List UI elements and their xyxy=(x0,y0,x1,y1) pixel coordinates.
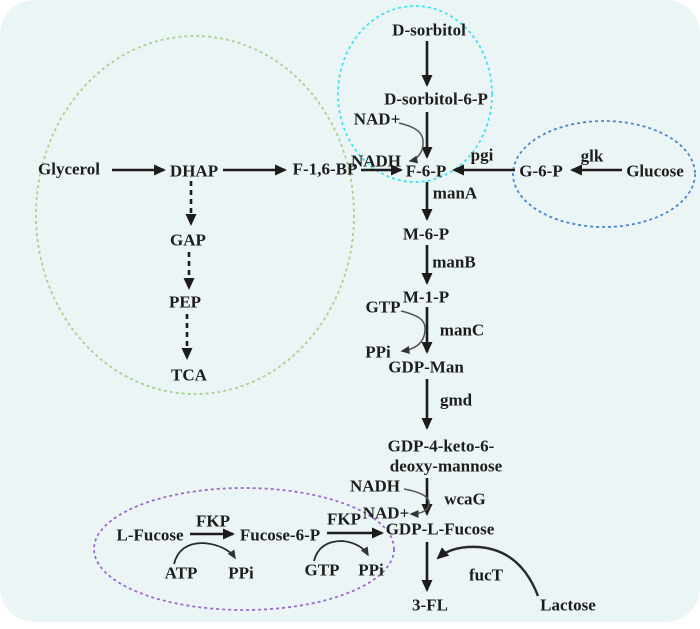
cofactor-ppi-fkp1: PPi xyxy=(228,563,254,583)
curve-lactose-to-3fl-fuct xyxy=(436,545,540,597)
curve-gtp-to-ppi-manc xyxy=(400,310,426,354)
node-m-1-p: M-1-P xyxy=(402,287,450,307)
cofactor-nadh-top: NADH xyxy=(350,151,402,171)
node-gdp-4-keto-line1: GDP-4-keto-6- xyxy=(387,436,495,456)
node-glycerol: Glycerol xyxy=(38,159,100,179)
node-d-sorbitol-6-p: D-sorbitol-6-P xyxy=(384,89,488,109)
node-f-1-6-bp: F-1,6-BP xyxy=(292,159,358,179)
node-glucose: Glucose xyxy=(626,161,684,181)
enzyme-manC: manC xyxy=(439,320,485,340)
enzyme-manB: manB xyxy=(432,252,476,272)
curve-nadh-to-nadplus-wcag xyxy=(403,488,430,518)
enzyme-pgi: pgi xyxy=(470,145,494,165)
cofactor-nadh-wcag: NADH xyxy=(349,476,401,496)
enzyme-glk: glk xyxy=(580,146,604,166)
node-d-sorbitol: D-sorbitol xyxy=(392,20,466,40)
glucose-group-ellipse xyxy=(512,120,696,228)
enzyme-fkp-2: FKP xyxy=(327,509,361,529)
enzyme-wcaG: wcaG xyxy=(444,489,486,509)
node-l-fucose: L-Fucose xyxy=(116,525,184,545)
enzyme-gmd: gmd xyxy=(439,390,473,410)
curve-nadplus-to-nadh-top xyxy=(398,122,424,164)
cofactor-gtp-fkp2: GTP xyxy=(304,560,340,580)
fucose-salvage-group-ellipse xyxy=(93,487,395,611)
node-3-fl: 3-FL xyxy=(412,595,448,615)
node-f-6-p: F-6-P xyxy=(405,161,447,181)
cofactor-gtp-manc: GTP xyxy=(365,297,401,317)
enzyme-manA: manA xyxy=(432,183,478,203)
node-gap: GAP xyxy=(170,230,206,250)
curve-atp-to-ppi-fkp1 xyxy=(173,542,236,565)
enzyme-fkp-1: FKP xyxy=(196,511,230,531)
node-gdp-l-fucose: GDP-L-Fucose xyxy=(385,519,495,539)
node-gdp-man: GDP-Man xyxy=(388,357,464,377)
curve-gtp-to-ppi-fkp2 xyxy=(313,540,369,562)
cofactor-nad-plus-top: NAD+ xyxy=(353,109,401,129)
node-gdp-4-keto-line2: deoxy-mannose xyxy=(389,456,503,476)
node-fucose-6-p: Fucose-6-P xyxy=(239,525,321,545)
node-g-6-p: G-6-P xyxy=(519,161,563,181)
cofactor-ppi-fkp2: PPi xyxy=(358,560,384,580)
sorbitol-group-ellipse xyxy=(337,5,493,183)
cofactor-nad-plus-wcag: NAD+ xyxy=(362,503,410,523)
node-dhap: DHAP xyxy=(169,161,219,181)
node-lactose: Lactose xyxy=(540,595,596,615)
glycolysis-group-ellipse xyxy=(35,35,355,395)
node-m-6-p: M-6-P xyxy=(402,224,450,244)
node-pep: PEP xyxy=(168,292,202,312)
node-tca: TCA xyxy=(171,365,207,385)
enzyme-fucT: fucT xyxy=(469,565,503,585)
cofactor-atp-fkp1: ATP xyxy=(164,563,198,583)
cofactor-ppi-manc: PPi xyxy=(365,342,391,362)
